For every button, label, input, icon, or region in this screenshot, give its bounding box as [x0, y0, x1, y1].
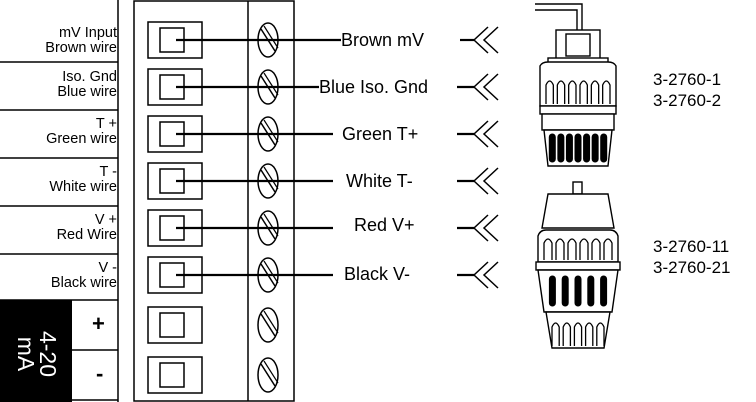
- loop-minus-label: -: [96, 361, 104, 386]
- connector-rib: [591, 238, 601, 260]
- connector-rib: [573, 322, 583, 346]
- screw-slot: [260, 363, 276, 387]
- connector-slot: [574, 275, 582, 307]
- label-v-plus: V +Red Wire: [56, 212, 117, 244]
- screw-slot: [263, 260, 279, 284]
- connector-slot: [591, 133, 599, 163]
- connector-slot: [548, 133, 556, 163]
- connector-slot: [587, 275, 595, 307]
- connector-rib: [568, 80, 577, 104]
- connector-arrow: [482, 26, 499, 54]
- connector-rib: [596, 322, 605, 346]
- connector-rib: [590, 80, 600, 104]
- screw-slot: [263, 119, 279, 143]
- connector-arrow: [482, 167, 499, 195]
- connector-slot: [574, 133, 582, 163]
- connector-arrow: [472, 261, 489, 289]
- connector-slot: [600, 133, 608, 163]
- connector-rib: [603, 238, 613, 260]
- connector-arrow: [472, 167, 489, 195]
- screw-slot: [263, 213, 279, 237]
- label-t-plus: T +Green wire: [46, 116, 117, 148]
- connector-arrow: [472, 214, 489, 242]
- screw-slot: [260, 313, 276, 337]
- terminal-block: [133, 0, 295, 402]
- connector-slot: [583, 133, 591, 163]
- connector-bottom-illustration: [535, 181, 621, 349]
- screw-slot: [263, 360, 279, 384]
- terminal-clamp: [159, 312, 185, 338]
- connector-arrow: [472, 73, 489, 101]
- screw-slot: [263, 25, 279, 49]
- wire-label-red: Red V+: [354, 215, 415, 235]
- screw-slot: [263, 310, 279, 334]
- terminal-clamp: [159, 362, 185, 388]
- connector-rib: [579, 80, 588, 104]
- connector-arrow: [472, 120, 489, 148]
- connector-rib: [602, 80, 611, 104]
- connector-rib: [543, 238, 553, 260]
- wire-label-black: Black V-: [344, 264, 411, 284]
- connector-arrow: [472, 26, 489, 54]
- connector-rib: [556, 80, 566, 104]
- connector-rib: [562, 322, 572, 346]
- connector-slot: [565, 133, 573, 163]
- terminal-rows: [147, 21, 279, 394]
- screw-slot: [263, 72, 279, 96]
- connector-arrow: [482, 261, 499, 289]
- connector-rib: [579, 238, 589, 260]
- label-v-minus: V -Black wire: [50, 260, 117, 292]
- wires: [176, 26, 499, 289]
- terminal-clamp: [159, 74, 185, 100]
- connector-rib: [551, 322, 560, 346]
- connector-slot: [548, 275, 556, 307]
- connector-rib: [545, 80, 554, 104]
- connector-rib: [584, 322, 594, 346]
- connector-rib: [555, 238, 565, 260]
- wire-label-white: White T-: [346, 171, 413, 191]
- connector-arrow: [482, 214, 499, 242]
- wire-label-brown: Brown mV: [341, 30, 425, 50]
- wire-label-green: Green T+: [342, 124, 419, 144]
- wire-label-blue: Blue Iso. Gnd: [319, 77, 429, 97]
- connector-arrow: [482, 120, 499, 148]
- connector-slot: [561, 275, 569, 307]
- connector-slot: [557, 133, 565, 163]
- screw-slot: [263, 166, 279, 190]
- connector-slot: [600, 275, 608, 307]
- loop-plus-label: +: [92, 311, 105, 336]
- connector-arrow: [482, 73, 499, 101]
- connector-top-illustration: [535, 3, 617, 167]
- connector-rib: [567, 238, 577, 260]
- label-t-minus: T -White wire: [49, 164, 117, 196]
